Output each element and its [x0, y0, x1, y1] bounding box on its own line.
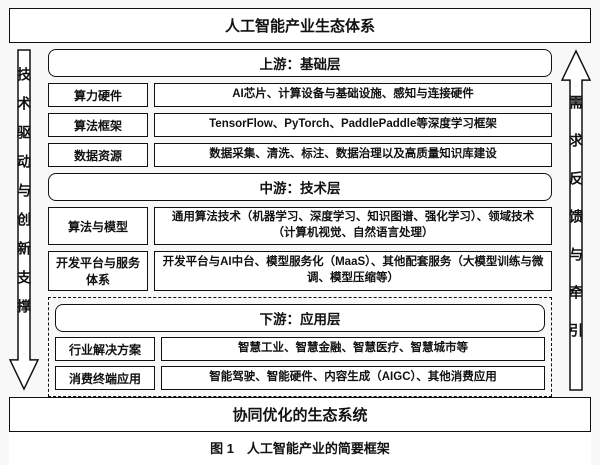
row-content: 通用算法技术（机器学习、深度学习、知识图谱、强化学习）、领域技术（计算机视觉、自… [154, 207, 552, 245]
downstream-dashed-group: 下游：应用层 行业解决方案 智慧工业、智慧金融、智慧医疗、智慧城市等 消费终端应… [48, 297, 552, 397]
row-content: 智能驾驶、智能硬件、内容生成（AIGC）、其他消费应用 [161, 366, 545, 390]
row-computing-hardware: 算力硬件 AI芯片、计算设备与基础设施、感知与连接硬件 [48, 83, 552, 107]
row-industry-solutions: 行业解决方案 智慧工业、智慧金融、智慧医疗、智慧城市等 [55, 337, 545, 361]
top-banner: 人工智能产业生态体系 [9, 8, 591, 43]
row-consumer-applications: 消费终端应用 智能驾驶、智能硬件、内容生成（AIGC）、其他消费应用 [55, 366, 545, 390]
row-content: 数据采集、清洗、标注、数据治理以及高质量知识库建设 [154, 143, 552, 167]
row-algorithm-frameworks: 算法框架 TensorFlow、PyTorch、PaddlePaddle等深度学… [48, 113, 552, 137]
row-algorithms-models: 算法与模型 通用算法技术（机器学习、深度学习、知识图谱、强化学习）、领域技术（计… [48, 207, 552, 245]
layer-header-midstream: 中游：技术层 [48, 173, 552, 201]
row-label: 行业解决方案 [55, 337, 155, 361]
row-content: 开发平台与AI中台、模型服务化（MaaS）、其他配套服务（大模型训练与微调、模型… [154, 251, 552, 291]
layer-header-downstream: 下游：应用层 [55, 304, 545, 332]
bottom-banner: 协同优化的生态系统 [9, 397, 591, 432]
up-arrow-icon [561, 49, 591, 391]
diagram-body: 技术驱动与创新支撑 上游：基础层 算力硬件 AI芯片、计算设备与基础设施、感知与… [9, 43, 591, 397]
layer-header-upstream: 上游：基础层 [48, 49, 552, 77]
row-content: TensorFlow、PyTorch、PaddlePaddle等深度学习框架 [154, 113, 552, 137]
left-arrow-label: 技术驱动与创新支撑 [16, 67, 32, 328]
row-dev-platforms-services: 开发平台与服务体系 开发平台与AI中台、模型服务化（MaaS）、其他配套服务（大… [48, 251, 552, 291]
figure-caption: 图 1 人工智能产业的简要框架 [9, 432, 591, 465]
left-arrow: 技术驱动与创新支撑 [9, 49, 39, 391]
row-label: 数据资源 [48, 143, 148, 167]
row-data-resources: 数据资源 数据采集、清洗、标注、数据治理以及高质量知识库建设 [48, 143, 552, 167]
right-arrow: 需求反馈与牵引 [561, 49, 591, 391]
row-label: 消费终端应用 [55, 366, 155, 390]
row-content: AI芯片、计算设备与基础设施、感知与连接硬件 [154, 83, 552, 107]
row-content: 智慧工业、智慧金融、智慧医疗、智慧城市等 [161, 337, 545, 361]
row-label: 开发平台与服务体系 [48, 251, 148, 291]
down-arrow-icon [9, 49, 39, 391]
row-label: 算法与模型 [48, 207, 148, 245]
layers-column: 上游：基础层 算力硬件 AI芯片、计算设备与基础设施、感知与连接硬件 算法框架 … [48, 49, 552, 397]
row-label: 算法框架 [48, 113, 148, 137]
right-arrow-label: 需求反馈与牵引 [568, 95, 584, 361]
row-label: 算力硬件 [48, 83, 148, 107]
